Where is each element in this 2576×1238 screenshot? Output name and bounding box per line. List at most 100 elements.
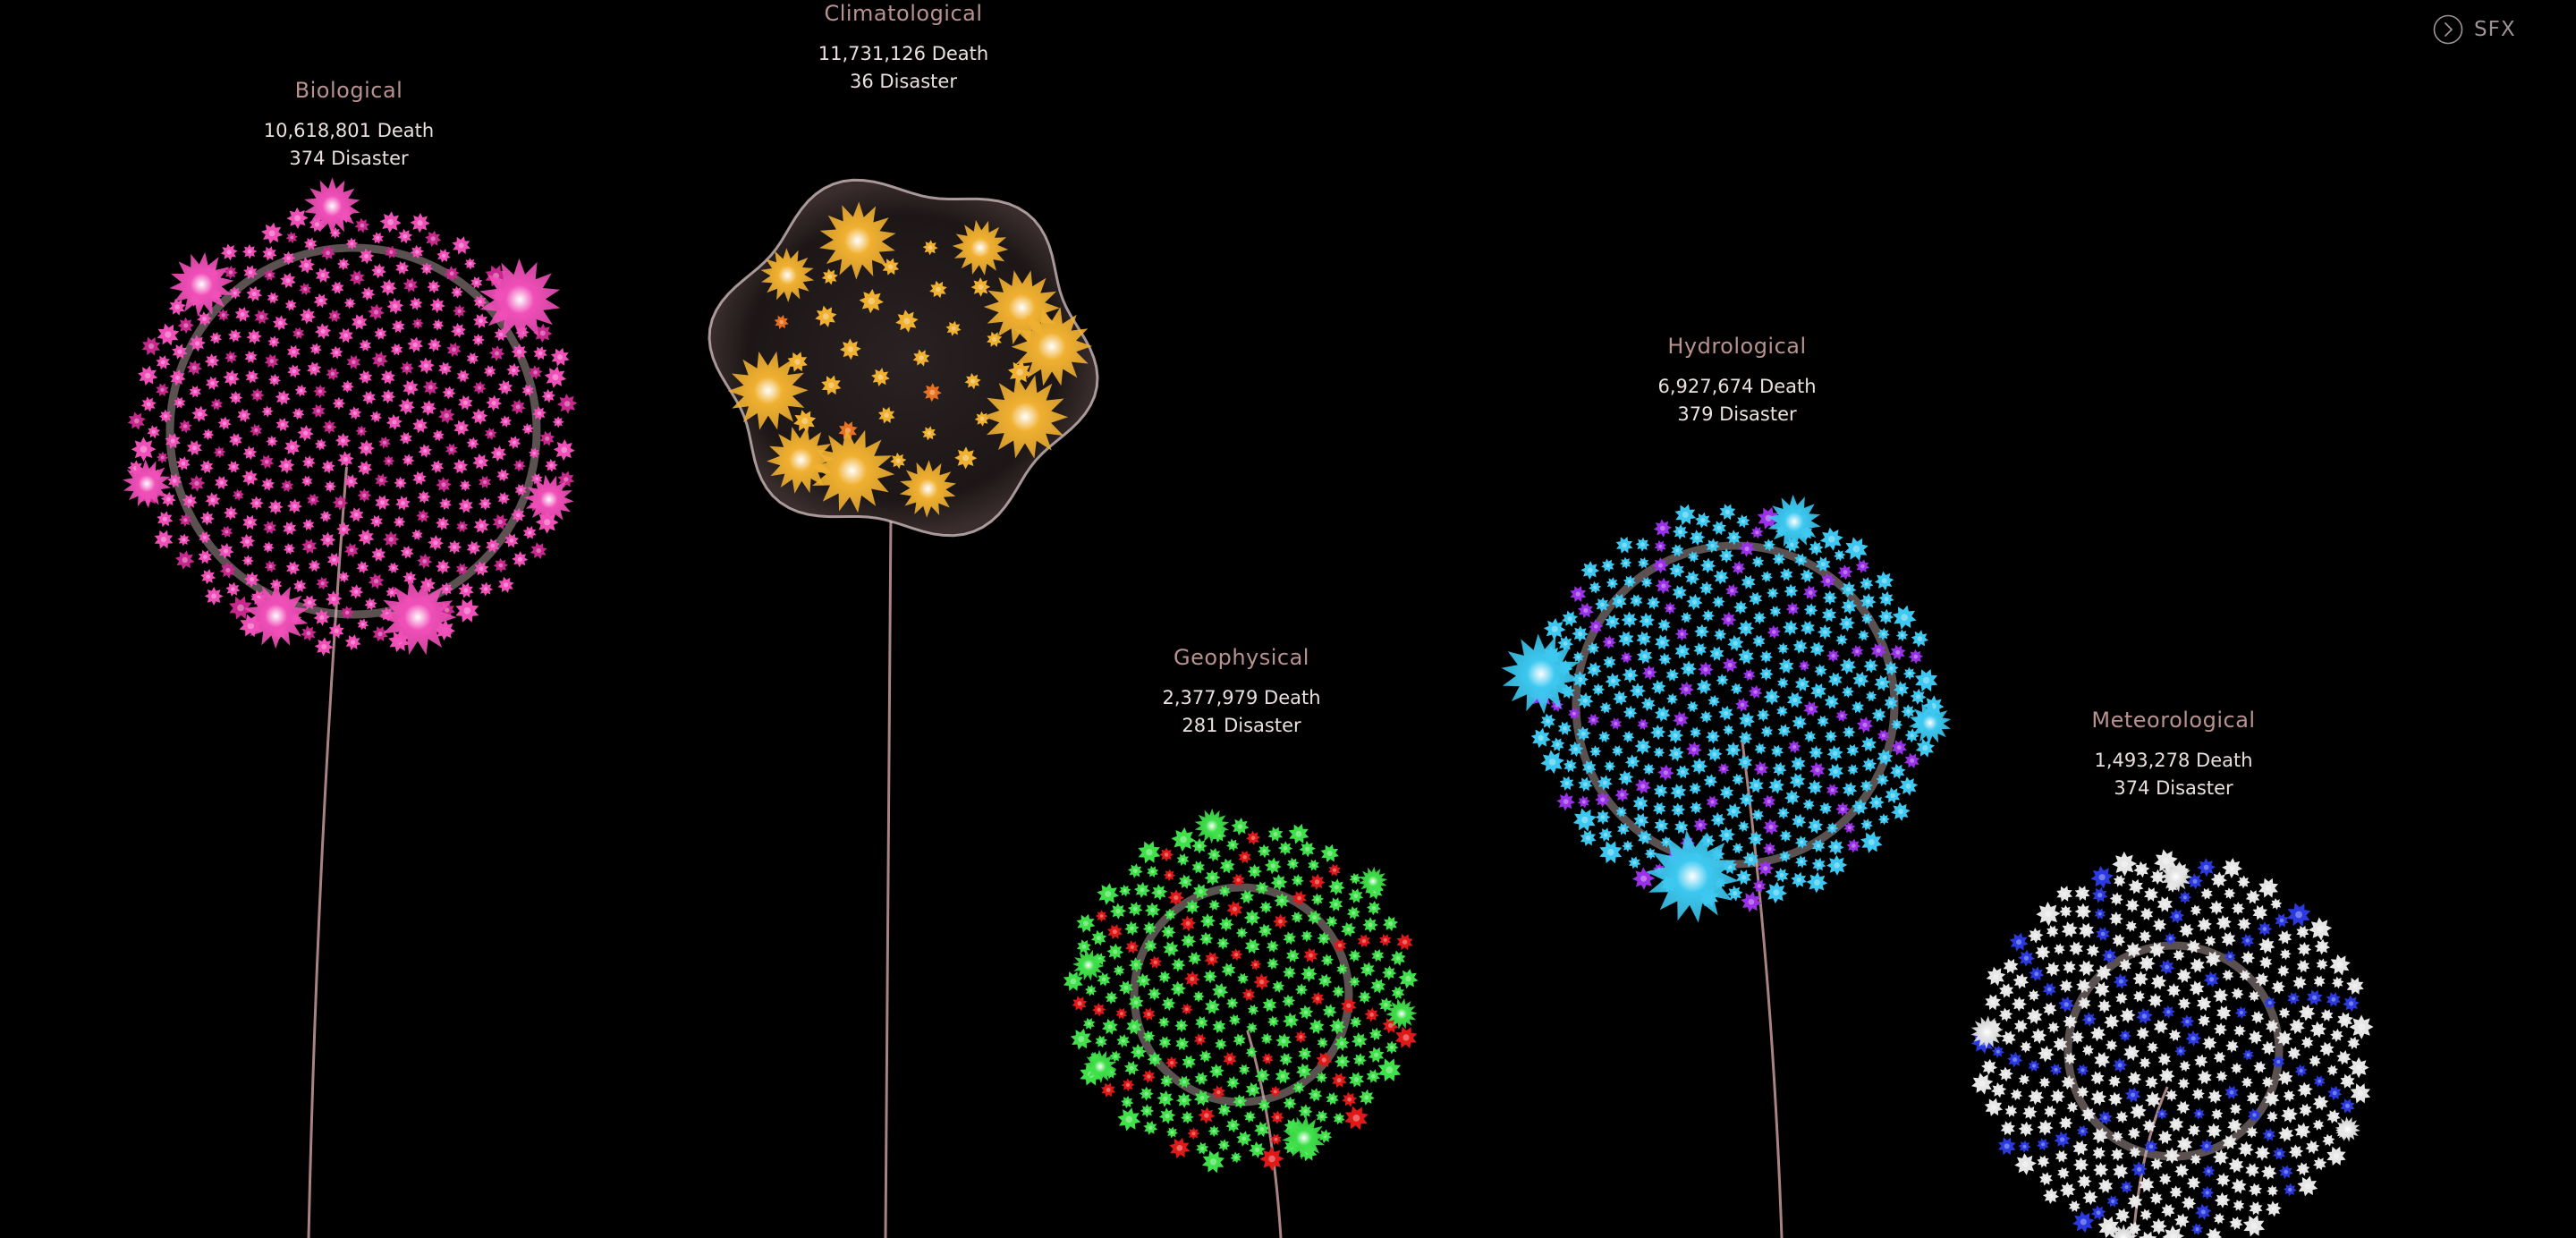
floret-center [1273, 1090, 1277, 1094]
floret-center [1767, 543, 1771, 547]
disaster-floret [2222, 1134, 2238, 1150]
floret-center [1808, 590, 1813, 595]
disaster-floret [1158, 1036, 1172, 1049]
floret-center [2181, 1105, 2185, 1110]
disaster-floret [285, 561, 301, 575]
floret-center [1385, 1066, 1394, 1074]
floret-center [1823, 806, 1828, 810]
floret-center [1733, 891, 1738, 896]
floret-center [1357, 1038, 1362, 1043]
floret-center [1699, 629, 1704, 634]
disaster-floret [496, 491, 511, 505]
category-name: Climatological [824, 1, 983, 26]
flower-climatological[interactable] [708, 178, 1099, 1238]
disaster-floret [395, 496, 411, 511]
disaster-floret [1706, 795, 1719, 809]
floret-center [1790, 794, 1795, 800]
disaster-floret [1614, 787, 1630, 802]
disaster-floret [882, 258, 900, 276]
disaster-floret [1244, 938, 1260, 954]
sfx-toggle-button[interactable]: SFX [2433, 14, 2516, 45]
disaster-floret [239, 614, 263, 638]
floret-center [2233, 1163, 2239, 1168]
floret-center [1555, 742, 1560, 747]
floret-center [1276, 879, 1282, 886]
disaster-floret [1826, 822, 1839, 835]
disaster-floret [1835, 709, 1849, 723]
floret-center [1596, 687, 1600, 691]
floret-center [2131, 1226, 2137, 1231]
category-label-meteorological: Meteorological 1,493,278 Death 374 Disas… [1986, 707, 2361, 802]
floret-center [528, 530, 532, 535]
floret-center [1152, 1056, 1157, 1062]
floret-center [463, 606, 471, 615]
floret-center [1563, 726, 1567, 731]
floret-center [1250, 915, 1255, 920]
disaster-floret [2320, 1009, 2334, 1022]
floret-center [1753, 596, 1758, 601]
floret-center [2097, 912, 2102, 916]
floret-center [1768, 824, 1774, 830]
disaster-floret [484, 427, 497, 440]
disaster-floret [1116, 1034, 1131, 1048]
disaster-floret [1358, 1089, 1375, 1106]
disaster-floret [1578, 602, 1594, 619]
floret-center [432, 343, 436, 347]
floret-center [1271, 1020, 1275, 1023]
disaster-floret [1199, 1049, 1212, 1063]
floret-center [2242, 973, 2247, 978]
disaster-floret [1738, 540, 1756, 557]
disaster-floret [1286, 857, 1300, 870]
disaster-floret [1672, 585, 1687, 600]
floret-center [1770, 591, 1775, 595]
disaster-floret [871, 368, 890, 386]
floret-center [2150, 1097, 2156, 1102]
disaster-floret [1194, 1072, 1208, 1086]
floret-center [1334, 902, 1338, 907]
floret-center [441, 253, 446, 258]
flower-hydrological[interactable] [1501, 494, 1952, 1238]
flower-meteorological[interactable] [1970, 849, 2374, 1238]
floret-center [1389, 1045, 1394, 1049]
disaster-floret [2113, 1163, 2129, 1180]
disaster-floret [2326, 1109, 2341, 1124]
floret-center [1337, 1116, 1341, 1121]
disaster-floret [1303, 947, 1318, 963]
disaster-floret [302, 519, 315, 531]
flower-biological[interactable] [123, 177, 578, 1238]
floret-center [413, 301, 419, 306]
floret-center [478, 386, 482, 390]
floret-center [1744, 797, 1750, 802]
disaster-floret [229, 596, 252, 620]
floret-center [1710, 543, 1715, 548]
disaster-floret [1341, 921, 1356, 937]
floret-center [1993, 973, 1999, 979]
disaster-floret [131, 437, 157, 462]
floret-center [1686, 666, 1691, 672]
disaster-floret [2140, 907, 2154, 921]
floret-center [2022, 1161, 2029, 1167]
disaster-floret [2262, 1128, 2276, 1142]
floret-center [1743, 625, 1749, 632]
floret-center [1305, 934, 1309, 938]
floret-center [1753, 783, 1758, 788]
disaster-floret [2139, 1231, 2157, 1238]
floret-center [1101, 977, 1106, 982]
floret-center [2182, 1081, 2186, 1086]
disaster-floret [1609, 717, 1623, 730]
flower-geophysical[interactable] [1063, 808, 1419, 1238]
disaster-floret [444, 266, 460, 282]
disaster-floret [2074, 903, 2092, 920]
disaster-count: 379 Disaster [1677, 403, 1797, 426]
disaster-floret [2309, 1055, 2321, 1067]
floret-center [877, 374, 884, 380]
floret-center [360, 623, 365, 626]
floret-center [1877, 713, 1881, 717]
floret-center [2352, 983, 2359, 989]
disaster-floret [2312, 1119, 2325, 1131]
floret-center [536, 547, 541, 554]
floret-center [1691, 747, 1697, 752]
floret-center [1082, 920, 1089, 927]
disaster-floret [2283, 1090, 2296, 1102]
floret-center [2041, 1142, 2046, 1147]
